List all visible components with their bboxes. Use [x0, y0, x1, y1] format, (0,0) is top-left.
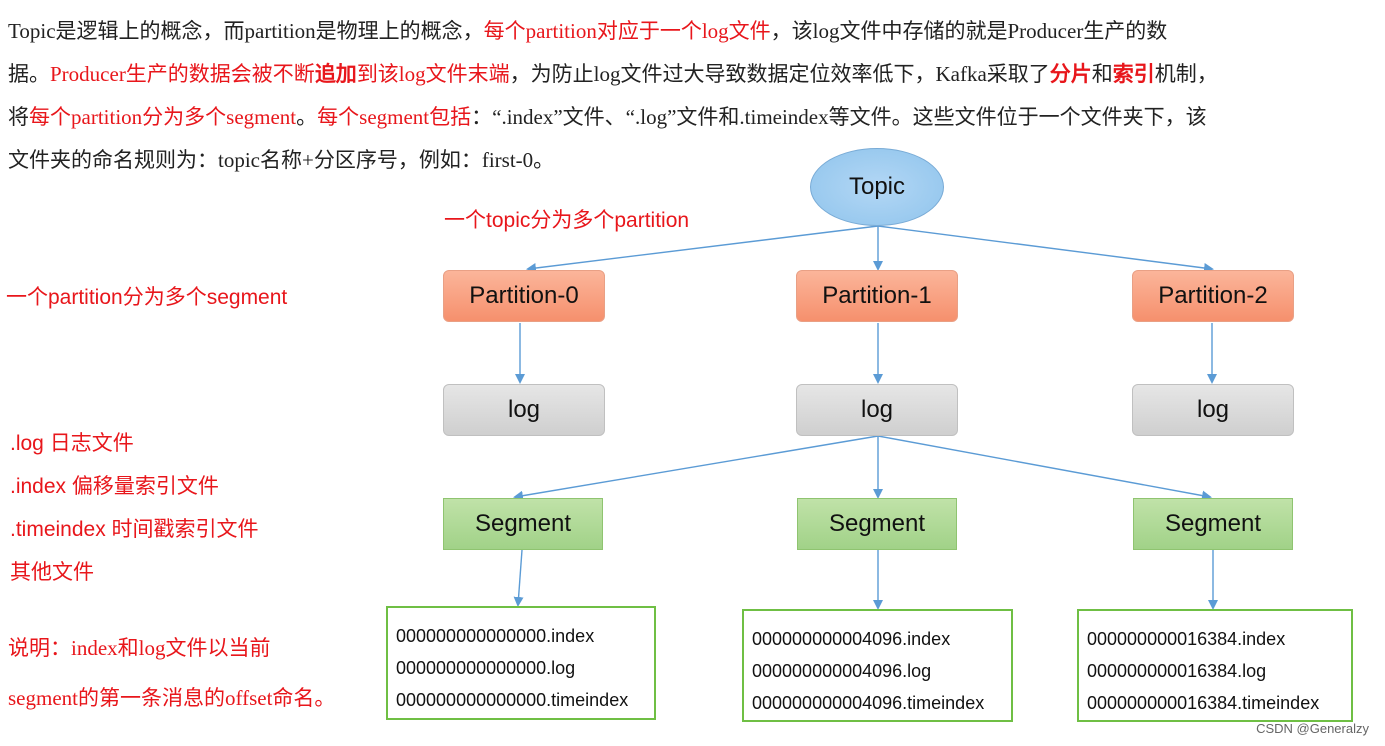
note-explain-line-2: segment的第一条消息的offset命名。 — [8, 686, 336, 710]
log-node-2: log — [1132, 384, 1294, 436]
file-index-2: 000000000016384.index — [1087, 629, 1286, 649]
log-node-1: log — [796, 384, 958, 436]
note-file-type-other: 其他文件 — [10, 561, 94, 584]
file-log-1: 000000000004096.log — [752, 661, 932, 681]
file-list-1: 000000000004096.index 000000000004096.lo… — [742, 609, 1013, 722]
file-index-1: 000000000004096.index — [752, 629, 951, 649]
paragraph-line-2: 据。Producer生产的数据会被不断追加到该log文件末端，为防止log文件过… — [8, 62, 1218, 86]
note-file-type-index: .index 偏移量索引文件 — [10, 475, 219, 498]
segment-node-1: Segment — [797, 498, 957, 550]
file-list-2: 000000000016384.index 000000000016384.lo… — [1077, 609, 1353, 722]
note-topic-split: 一个topic分为多个partition — [444, 209, 690, 232]
segment-node-0: Segment — [443, 498, 603, 550]
arrow-log-to-segment-0 — [513, 435, 879, 501]
paragraph-line-3: 将每个partition分为多个segment。每个segment包括：“.in… — [8, 105, 1207, 129]
note-file-type-timeindex: .timeindex 时间戳索引文件 — [10, 518, 259, 541]
file-timeindex-2: 000000000016384.timeindex — [1087, 693, 1320, 713]
file-timeindex-0: 000000000000000.timeindex — [396, 690, 629, 710]
paragraph-line-1: Topic是逻辑上的概念，而partition是物理上的概念，每个partiti… — [8, 19, 1168, 43]
arrow-segment-0-to-files — [513, 549, 524, 607]
arrow-topic-to-partition-2 — [877, 225, 1214, 273]
note-partition-split: 一个partition分为多个segment — [6, 286, 288, 309]
partition-2-node: Partition-2 — [1132, 270, 1294, 322]
file-list-0: 000000000000000.index 000000000000000.lo… — [386, 606, 656, 720]
topic-node: Topic — [810, 148, 944, 226]
note-file-type-log: .log 日志文件 — [10, 432, 134, 455]
paragraph-line-4: 文件夹的命名规则为：topic名称+分区序号，例如：first-0。 — [8, 148, 555, 172]
note-explain-line-1: 说明：index和log文件以当前 — [8, 636, 271, 660]
file-timeindex-1: 000000000004096.timeindex — [752, 693, 985, 713]
log-node-0: log — [443, 384, 605, 436]
arrow-topic-to-partition-0 — [526, 225, 879, 273]
arrow-log-to-segment-2 — [877, 435, 1212, 501]
partition-1-node: Partition-1 — [796, 270, 958, 322]
partition-0-node: Partition-0 — [443, 270, 605, 322]
file-index-0: 000000000000000.index — [396, 626, 595, 646]
watermark: CSDN @Generalzy — [1256, 721, 1369, 736]
intro-paragraph: Topic是逻辑上的概念，而partition是物理上的概念，每个partiti… — [8, 10, 1368, 182]
segment-node-2: Segment — [1133, 498, 1293, 550]
file-log-0: 000000000000000.log — [396, 658, 576, 678]
file-log-2: 000000000016384.log — [1087, 661, 1267, 681]
